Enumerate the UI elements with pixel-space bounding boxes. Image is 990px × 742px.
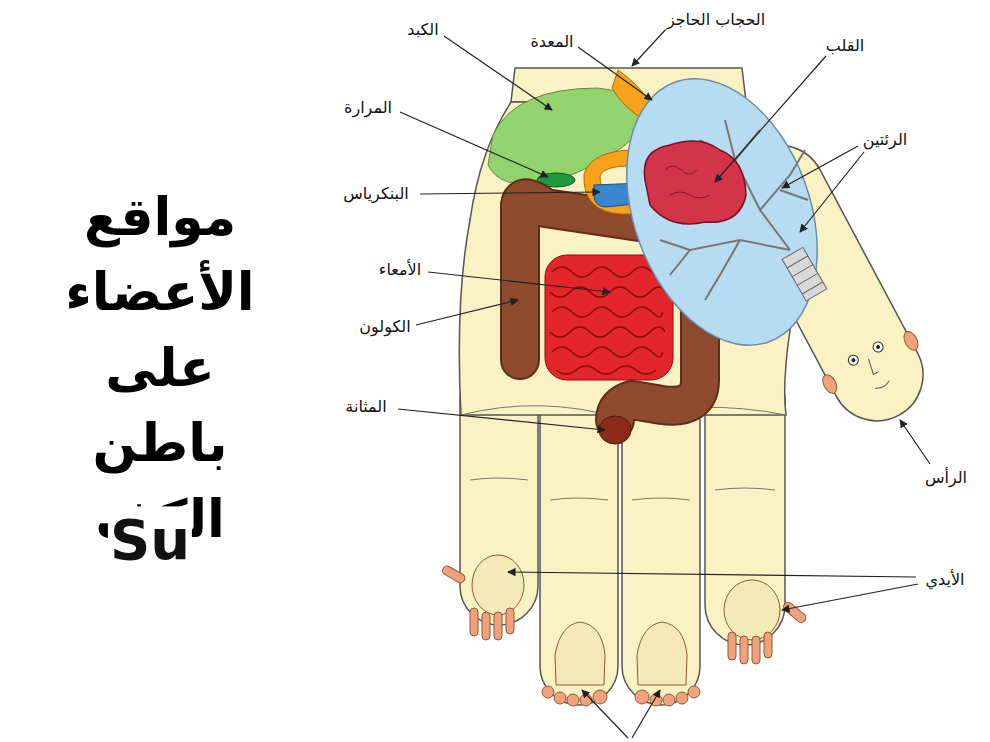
liver <box>488 88 644 185</box>
leader-line <box>632 690 660 738</box>
loop <box>556 366 656 374</box>
finger-creases <box>470 478 775 500</box>
leader-line <box>428 272 610 292</box>
toe <box>663 694 675 706</box>
bronchus <box>670 240 740 300</box>
leader-line <box>420 192 600 194</box>
title: مواقع الأعضاء على باطن الكف <box>40 180 280 557</box>
organ-label: الرئتين <box>861 130 909 149</box>
loop <box>550 327 665 337</box>
organ-label: الأيدي <box>924 570 967 589</box>
eye <box>871 340 885 354</box>
crease <box>715 488 775 490</box>
leader-line <box>632 27 668 66</box>
tiny-finger <box>470 608 478 636</box>
toe <box>542 686 554 698</box>
intestine-loops <box>550 267 665 374</box>
tiny-finger <box>728 632 736 660</box>
tiny-sole <box>555 622 605 685</box>
leader-line <box>782 146 858 188</box>
toe <box>676 692 688 704</box>
tiny-finger <box>740 636 748 664</box>
leader-line <box>416 300 518 325</box>
loop <box>552 267 662 277</box>
tiny-finger <box>752 636 760 664</box>
ear <box>901 329 921 352</box>
leader-lines <box>398 27 930 738</box>
leader-line <box>400 112 548 177</box>
loop <box>552 347 662 357</box>
series-mark: Su <box>108 506 192 573</box>
bronchus <box>660 240 790 250</box>
leader-line <box>508 572 916 577</box>
nose <box>866 358 879 375</box>
tiny-sole <box>637 622 687 685</box>
tiny-hand <box>441 555 524 640</box>
toe <box>593 690 607 704</box>
organ-label: الرأس <box>923 468 969 487</box>
organ-label: المرارة <box>342 98 394 117</box>
mouth <box>875 381 890 391</box>
organ-label: الكولون <box>357 317 412 336</box>
tiny-hand <box>724 580 808 664</box>
organ-label: المعدة <box>528 32 575 51</box>
pupil <box>875 344 880 349</box>
crease <box>550 498 608 500</box>
organ-label: الحجاب الحاجز <box>665 10 767 29</box>
organ-label: الكبد <box>405 20 440 39</box>
organ-label: البنكرياس <box>341 184 411 203</box>
bronchus <box>760 150 805 210</box>
leader-line <box>398 409 605 430</box>
organ-label: الأمعاء <box>377 260 423 279</box>
trachea-tube <box>782 247 827 301</box>
leader-line <box>900 420 930 464</box>
tiny-finger <box>764 632 772 658</box>
tiny-palm <box>724 580 780 640</box>
bronchus <box>780 190 808 200</box>
tiny-finger <box>494 612 502 640</box>
tiny-thumb <box>782 601 808 625</box>
toe <box>580 694 592 706</box>
leader-line <box>582 690 628 738</box>
tiny-thumb <box>441 565 466 585</box>
leader-line <box>715 56 826 182</box>
ear <box>820 372 840 395</box>
tiny-finger <box>506 608 514 634</box>
toe <box>554 692 566 704</box>
loop <box>552 307 662 317</box>
leader-line <box>578 47 652 100</box>
toe <box>567 694 579 706</box>
pupil <box>851 357 856 362</box>
lungs <box>592 52 852 372</box>
organ-label: المثانة <box>343 397 388 416</box>
leader-line <box>782 584 918 610</box>
organ-label: القلب <box>824 36 866 55</box>
eye <box>847 353 861 367</box>
trachea <box>782 247 827 301</box>
heart-detail <box>665 166 710 198</box>
tiny-finger <box>482 612 490 640</box>
trachea-rings <box>787 256 823 294</box>
crease <box>632 498 690 500</box>
toe <box>635 690 649 704</box>
tiny-palm <box>472 555 524 615</box>
leader-line <box>800 152 864 232</box>
tiny-foot <box>542 622 607 706</box>
toe <box>688 686 700 698</box>
heart <box>644 141 746 224</box>
tiny-foot <box>635 622 700 706</box>
crease <box>470 478 528 480</box>
